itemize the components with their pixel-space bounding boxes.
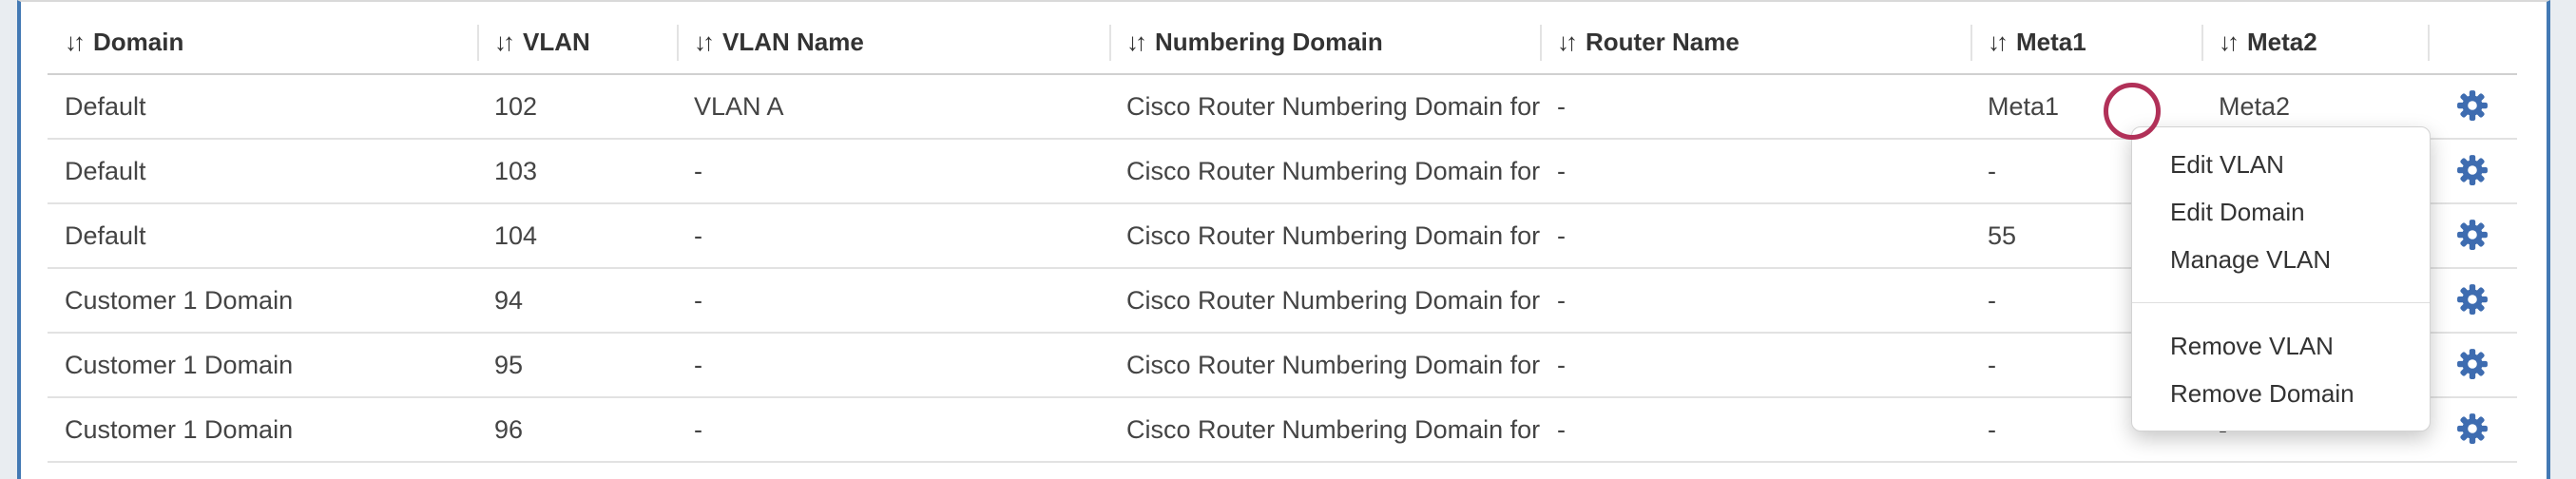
cell-numbering-domain: Cisco Router Numbering Domain for ... [1109, 268, 1540, 334]
column-label: Domain [93, 28, 184, 56]
header-row: ↓↑Domain ↓↑VLAN ↓↑VLAN Name ↓↑Numbering … [48, 2, 2517, 75]
menu-item-remove-domain[interactable]: Remove Domain [2170, 379, 2355, 408]
cell-numbering-domain: Cisco Router Numbering Domain for ... [1109, 74, 1540, 140]
cell-router-name: - [1540, 203, 1970, 269]
row-actions-gear-button[interactable] [2452, 150, 2492, 190]
cell-vlan: 102 [477, 74, 677, 140]
cell-actions [2428, 333, 2517, 398]
cell-vlan: 94 [477, 268, 677, 334]
column-label: Meta1 [2016, 28, 2086, 56]
row-actions-gear-button[interactable] [2452, 344, 2492, 384]
cell-domain: Default [48, 203, 477, 269]
row-context-menu: Edit VLAN Edit Domain Manage VLAN Remove… [2131, 126, 2431, 431]
row-actions-gear-button[interactable] [2452, 279, 2492, 319]
column-header-router-name[interactable]: ↓↑ Router Name [1540, 2, 1970, 75]
gear-icon [2456, 219, 2489, 254]
row-actions-gear-button[interactable] [2452, 215, 2492, 255]
sort-icon: ↓↑ [494, 28, 515, 56]
cell-vlan-name: - [677, 333, 1109, 398]
column-label: Meta2 [2247, 28, 2317, 56]
menu-item-edit-domain[interactable]: Edit Domain [2170, 198, 2305, 226]
cell-vlan-name: - [677, 397, 1109, 463]
column-header-numbering-domain[interactable]: ↓↑ Numbering Domain [1109, 2, 1540, 75]
column-label: VLAN [523, 28, 590, 56]
column-label: Numbering Domain [1155, 28, 1383, 56]
sort-icon: ↓↑ [65, 28, 86, 56]
row-actions-gear-button[interactable] [2452, 409, 2492, 449]
sort-icon: ↓↑ [1557, 28, 1578, 56]
cell-domain: Default [48, 139, 477, 204]
cell-numbering-domain: Cisco Router Numbering Domain for ... [1109, 139, 1540, 204]
row-actions-gear-button[interactable] [2452, 86, 2492, 125]
column-header-actions [2428, 2, 2517, 75]
sort-icon: ↓↑ [2219, 28, 2240, 56]
cell-router-name: - [1540, 139, 1970, 204]
column-header-meta1[interactable]: ↓↑Meta1 [1970, 2, 2201, 75]
cell-domain: Customer 1 Domain [48, 397, 477, 463]
cell-vlan: 96 [477, 397, 677, 463]
cell-router-name: - [1540, 74, 1970, 140]
gear-icon [2456, 283, 2489, 318]
cell-router-name: - [1540, 397, 1970, 463]
sort-icon: ↓↑ [694, 28, 715, 56]
cell-numbering-domain: Cisco Router Numbering Domain for ... [1109, 203, 1540, 269]
cell-domain: Default [48, 74, 477, 140]
cell-vlan: 104 [477, 203, 677, 269]
menu-item-edit-vlan[interactable]: Edit VLAN [2170, 150, 2284, 179]
menu-item-remove-vlan[interactable]: Remove VLAN [2170, 332, 2334, 360]
table-header: ↓↑Domain ↓↑VLAN ↓↑VLAN Name ↓↑Numbering … [48, 2, 2517, 75]
sort-icon: ↓↑ [1126, 28, 1147, 56]
column-header-domain[interactable]: ↓↑Domain [48, 2, 477, 75]
gear-icon [2456, 412, 2489, 448]
cell-actions [2428, 203, 2517, 269]
cell-router-name: - [1540, 333, 1970, 398]
cell-router-name: - [1540, 268, 1970, 334]
cell-vlan: 95 [477, 333, 677, 398]
cell-numbering-domain: Cisco Router Numbering Domain for ... [1109, 333, 1540, 398]
column-header-vlan-name[interactable]: ↓↑VLAN Name [677, 2, 1109, 75]
column-header-meta2[interactable]: ↓↑Meta2 [2201, 2, 2428, 75]
cell-vlan: 103 [477, 139, 677, 204]
column-label: Router Name [1586, 28, 1740, 56]
cell-vlan-name: - [677, 139, 1109, 204]
cell-domain: Customer 1 Domain [48, 333, 477, 398]
cell-vlan-name: - [677, 203, 1109, 269]
table-row: Customer 1 Domain 96 - Cisco Router Numb… [48, 397, 2517, 463]
sort-icon: ↓↑ [1988, 28, 2009, 56]
cell-vlan-name: - [677, 268, 1109, 334]
gear-icon [2456, 348, 2489, 383]
cell-actions [2428, 397, 2517, 463]
menu-divider [2132, 302, 2430, 303]
column-label: VLAN Name [722, 28, 864, 56]
cell-domain: Customer 1 Domain [48, 268, 477, 334]
gear-icon [2456, 89, 2489, 125]
cell-numbering-domain: Cisco Router Numbering Domain for ... [1109, 397, 1540, 463]
cell-actions [2428, 139, 2517, 204]
gear-icon [2456, 154, 2489, 189]
column-header-vlan[interactable]: ↓↑ VLAN [477, 2, 677, 75]
menu-item-manage-vlan[interactable]: Manage VLAN [2170, 245, 2332, 274]
cell-actions [2428, 74, 2517, 140]
cell-actions [2428, 268, 2517, 334]
cell-vlan-name: VLAN A [677, 74, 1109, 140]
